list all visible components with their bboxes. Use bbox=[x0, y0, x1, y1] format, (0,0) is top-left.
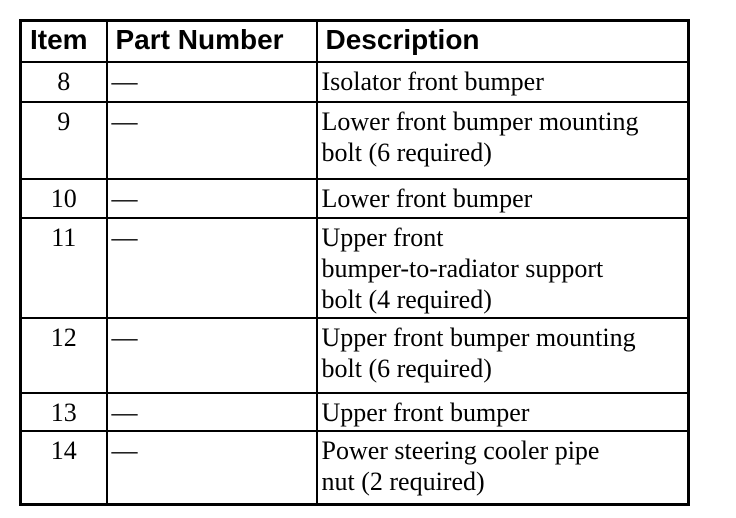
table-row: 13 — Upper front bumper bbox=[19, 391, 690, 432]
item-cell: 14 bbox=[19, 429, 108, 506]
table-row: 8 — Isolator front bumper bbox=[19, 60, 690, 103]
table-row: 12 — Upper front bumper mounting bolt (6… bbox=[19, 316, 690, 394]
description-cell: Lower front bumper mounting bolt (6 requ… bbox=[315, 100, 690, 180]
item-cell: 12 bbox=[19, 316, 108, 394]
table-row: 9 — Lower front bumper mounting bolt (6 … bbox=[19, 100, 690, 180]
item-cell: 10 bbox=[19, 177, 108, 219]
table-row: 10 — Lower front bumper bbox=[19, 177, 690, 219]
table-row: 11 — Upper front bumper-to-radiator supp… bbox=[19, 216, 690, 319]
description-cell: Power steering cooler pipe nut (2 requir… bbox=[315, 429, 690, 506]
description-cell: Upper front bumper bbox=[315, 391, 690, 432]
parts-table: Item Part Number Description 8 — Isolato… bbox=[19, 19, 690, 506]
description-cell: Upper front bumper mounting bolt (6 requ… bbox=[315, 316, 690, 394]
item-cell: 11 bbox=[19, 216, 108, 319]
item-cell: 13 bbox=[19, 391, 108, 432]
part-number-cell: — bbox=[105, 100, 318, 180]
part-number-cell: — bbox=[105, 429, 318, 506]
col-header-part-number: Part Number bbox=[105, 19, 318, 63]
item-cell: 8 bbox=[19, 60, 108, 103]
table-header-row: Item Part Number Description bbox=[19, 19, 690, 63]
col-header-description: Description bbox=[315, 19, 690, 63]
part-number-cell: — bbox=[105, 177, 318, 219]
table-row: 14 — Power steering cooler pipe nut (2 r… bbox=[19, 429, 690, 506]
description-cell: Upper front bumper-to-radiator support b… bbox=[315, 216, 690, 319]
description-cell: Lower front bumper bbox=[315, 177, 690, 219]
description-cell: Isolator front bumper bbox=[315, 60, 690, 103]
item-cell: 9 bbox=[19, 100, 108, 180]
part-number-cell: — bbox=[105, 216, 318, 319]
part-number-cell: — bbox=[105, 316, 318, 394]
part-number-cell: — bbox=[105, 60, 318, 103]
part-number-cell: — bbox=[105, 391, 318, 432]
col-header-item: Item bbox=[19, 19, 108, 63]
